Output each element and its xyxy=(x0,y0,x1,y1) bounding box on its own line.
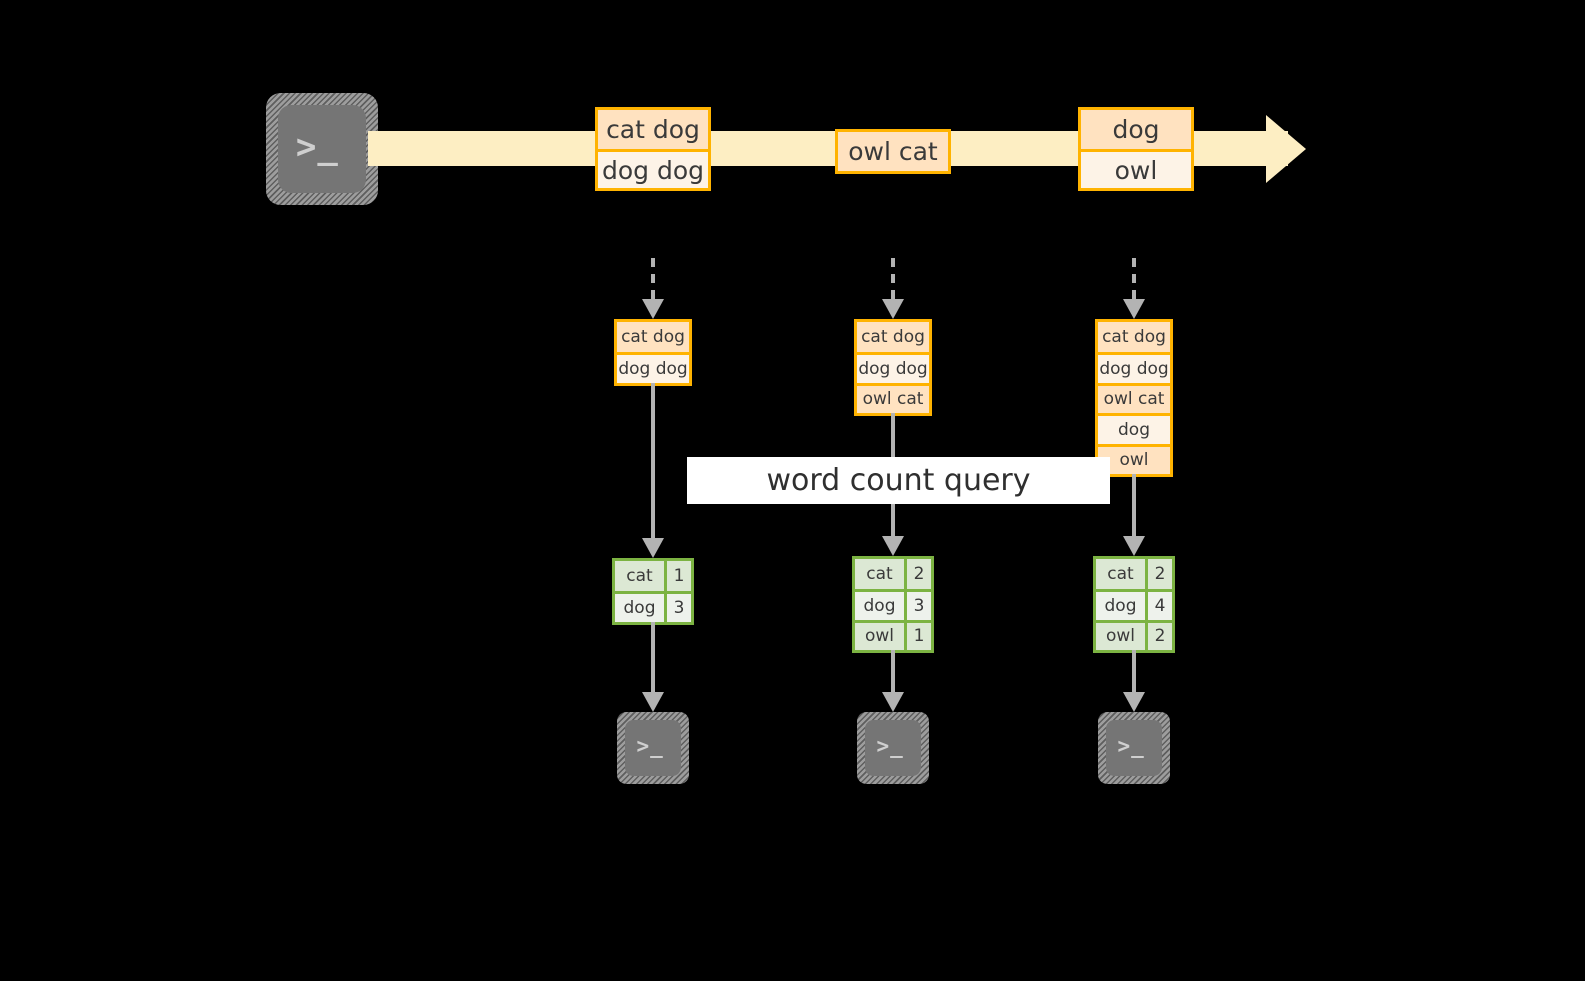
snapshot-line: owl cat xyxy=(1098,382,1170,414)
result-word: dog xyxy=(615,594,664,622)
snapshot-to-result-arrow-3-head xyxy=(1123,536,1145,556)
result-word: owl xyxy=(855,622,904,650)
terminal-prompt-glyph: >_ xyxy=(295,126,339,167)
result-word: dog xyxy=(1096,592,1145,620)
query-label: word count query xyxy=(766,463,1031,498)
result-to-sink-arrow-3-line xyxy=(1132,650,1136,692)
snapshot-line: owl cat xyxy=(857,382,929,414)
terminal-prompt-glyph: >_ xyxy=(636,733,664,758)
sink-terminal-icon-2[interactable]: >_ xyxy=(857,712,929,784)
source-terminal-icon[interactable]: >_ xyxy=(266,93,378,205)
result-count: 2 xyxy=(1145,559,1172,590)
stream-event-line: owl xyxy=(1081,149,1191,188)
stream-event-line: cat dog xyxy=(598,110,708,149)
result-to-sink-arrow-1-line xyxy=(651,621,655,692)
stream-to-snapshot-arrow-3-head xyxy=(1123,299,1145,319)
result-count: 3 xyxy=(664,594,691,622)
result-to-sink-arrow-3-head xyxy=(1123,692,1145,712)
result-count: 4 xyxy=(1145,592,1172,620)
stream-to-snapshot-arrow-2-head xyxy=(882,299,904,319)
snapshot-line: cat dog xyxy=(617,322,689,353)
snapshot-line: dog dog xyxy=(1098,352,1170,383)
result-count: 3 xyxy=(904,592,931,620)
stream-to-snapshot-arrow-3-line xyxy=(1132,258,1136,299)
result-count: 1 xyxy=(664,561,691,592)
snapshot-to-result-arrow-2-head xyxy=(882,536,904,556)
snapshot-line: dog dog xyxy=(617,352,689,383)
stream-band-arrowhead xyxy=(1266,114,1306,183)
terminal-body xyxy=(625,720,681,776)
snapshot-line: cat dog xyxy=(1098,322,1170,353)
stream-to-snapshot-arrow-1-head xyxy=(642,299,664,319)
result-count: 1 xyxy=(904,622,931,650)
sink-terminal-icon-3[interactable]: >_ xyxy=(1098,712,1170,784)
stream-event-line: owl cat xyxy=(838,132,948,171)
sink-terminal-icon-1[interactable]: >_ xyxy=(617,712,689,784)
result-word: dog xyxy=(855,592,904,620)
result-count: 2 xyxy=(1145,622,1172,650)
result-word: owl xyxy=(1096,622,1145,650)
result-word: cat xyxy=(855,559,904,590)
terminal-prompt-glyph: >_ xyxy=(1117,733,1145,758)
snapshot-to-result-arrow-3-line xyxy=(1132,474,1136,536)
snapshot-line: dog dog xyxy=(857,352,929,383)
snapshot-line: cat dog xyxy=(857,322,929,353)
result-to-sink-arrow-2-head xyxy=(882,692,904,712)
result-word: cat xyxy=(1096,559,1145,590)
terminal-body xyxy=(278,105,366,193)
stream-event-line: dog xyxy=(1081,110,1191,149)
snapshot-line: owl xyxy=(1098,443,1170,474)
terminal-body xyxy=(1106,720,1162,776)
stream-to-snapshot-arrow-2-line xyxy=(891,258,895,299)
query-banner: word count query xyxy=(687,457,1110,504)
terminal-prompt-glyph: >_ xyxy=(876,733,904,758)
result-word: cat xyxy=(615,561,664,592)
snapshot-line: dog xyxy=(1098,413,1170,444)
snapshot-to-result-arrow-1-head xyxy=(642,538,664,558)
result-count: 2 xyxy=(904,559,931,590)
result-to-sink-arrow-1-head xyxy=(642,692,664,712)
snapshot-to-result-arrow-1-line xyxy=(651,382,655,538)
stream-event-line: dog dog xyxy=(598,149,708,188)
stream-to-snapshot-arrow-1-line xyxy=(651,258,655,299)
terminal-body xyxy=(865,720,921,776)
stream-event-2[interactable]: owl cat xyxy=(835,129,951,174)
result-to-sink-arrow-2-line xyxy=(891,650,895,692)
